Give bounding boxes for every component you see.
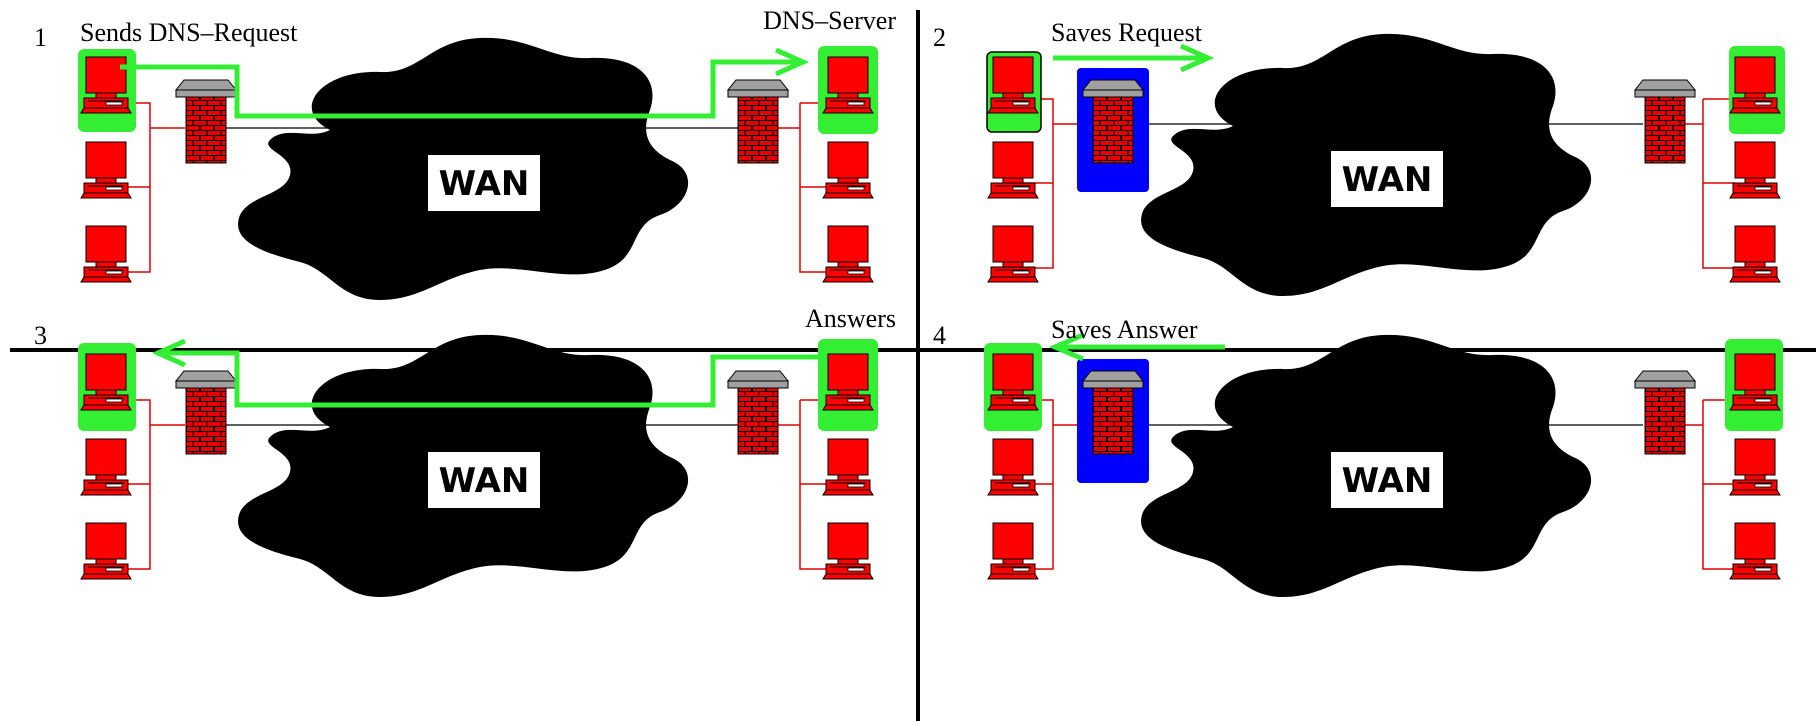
server-computer-3 (1729, 225, 1781, 283)
wan-label-box (1331, 151, 1443, 207)
flow-arrowhead (1179, 43, 1215, 73)
client-computer-3 (987, 522, 1039, 580)
panel-3: WAN 3 Answers (34, 304, 896, 597)
server-lan-wire (770, 102, 832, 273)
client-computer-1 (987, 353, 1039, 411)
wan-label-box (1331, 452, 1443, 508)
server-computer-3 (822, 522, 874, 580)
caption-right: Answers (805, 304, 896, 333)
server-computer-3 (822, 225, 874, 283)
flow-arrow (120, 59, 798, 119)
server-computer-2 (1729, 141, 1781, 199)
server-computer-1 (1729, 56, 1781, 114)
client-computer-2 (80, 438, 132, 496)
panel-number: 1 (34, 23, 47, 52)
flow-arrowhead (151, 338, 187, 368)
client-computer-3 (80, 225, 132, 283)
caption-left: Sends DNS–Request (80, 18, 298, 47)
server-computer-3 (1729, 522, 1781, 580)
server-firewall (1634, 370, 1696, 455)
panel-number: 4 (933, 321, 946, 350)
wan-label: WAN (1342, 160, 1433, 200)
server-computer-2 (1729, 438, 1781, 496)
client-computer-1 (80, 353, 132, 411)
panel-number: 3 (34, 321, 47, 350)
server-computer-2 (822, 141, 874, 199)
server-lan-wire (1673, 98, 1735, 269)
flow-arrow (160, 350, 822, 408)
client-firewall (175, 370, 237, 455)
server-computer-2 (822, 438, 874, 496)
client-computer-3 (80, 522, 132, 580)
client-computer-3 (987, 225, 1039, 283)
server-lan-wire (770, 399, 832, 570)
wan-label-box (428, 155, 540, 211)
server-computer-1 (822, 56, 874, 114)
wan-label: WAN (439, 461, 530, 501)
flow-arrowhead (1048, 332, 1084, 362)
client-computer-1 (987, 56, 1039, 114)
client-computer-2 (80, 141, 132, 199)
client-firewall (175, 79, 237, 164)
caption-right: DNS–Server (763, 6, 896, 35)
server-firewall (727, 79, 789, 164)
caption-left: Saves Answer (1051, 315, 1198, 344)
wan-label: WAN (439, 164, 530, 204)
wan-label: WAN (1342, 461, 1433, 501)
server-firewall (727, 370, 789, 455)
wan-label-box (428, 452, 540, 508)
server-computer-1 (1729, 353, 1781, 411)
server-lan-wire (1673, 399, 1735, 570)
client-computer-2 (987, 141, 1039, 199)
server-computer-1 (822, 353, 874, 411)
panel-number: 2 (933, 23, 946, 52)
panel-4: WAN 4 Saves Answer (933, 315, 1783, 597)
caption-left: Saves Request (1051, 18, 1203, 47)
panel-1: WAN 1 Sends DNS–Request DNS–Server (34, 6, 896, 301)
panel-2: WAN 2 Saves Request (933, 18, 1785, 297)
flow-arrowhead (774, 47, 810, 77)
client-computer-2 (987, 438, 1039, 496)
server-firewall (1634, 79, 1696, 164)
